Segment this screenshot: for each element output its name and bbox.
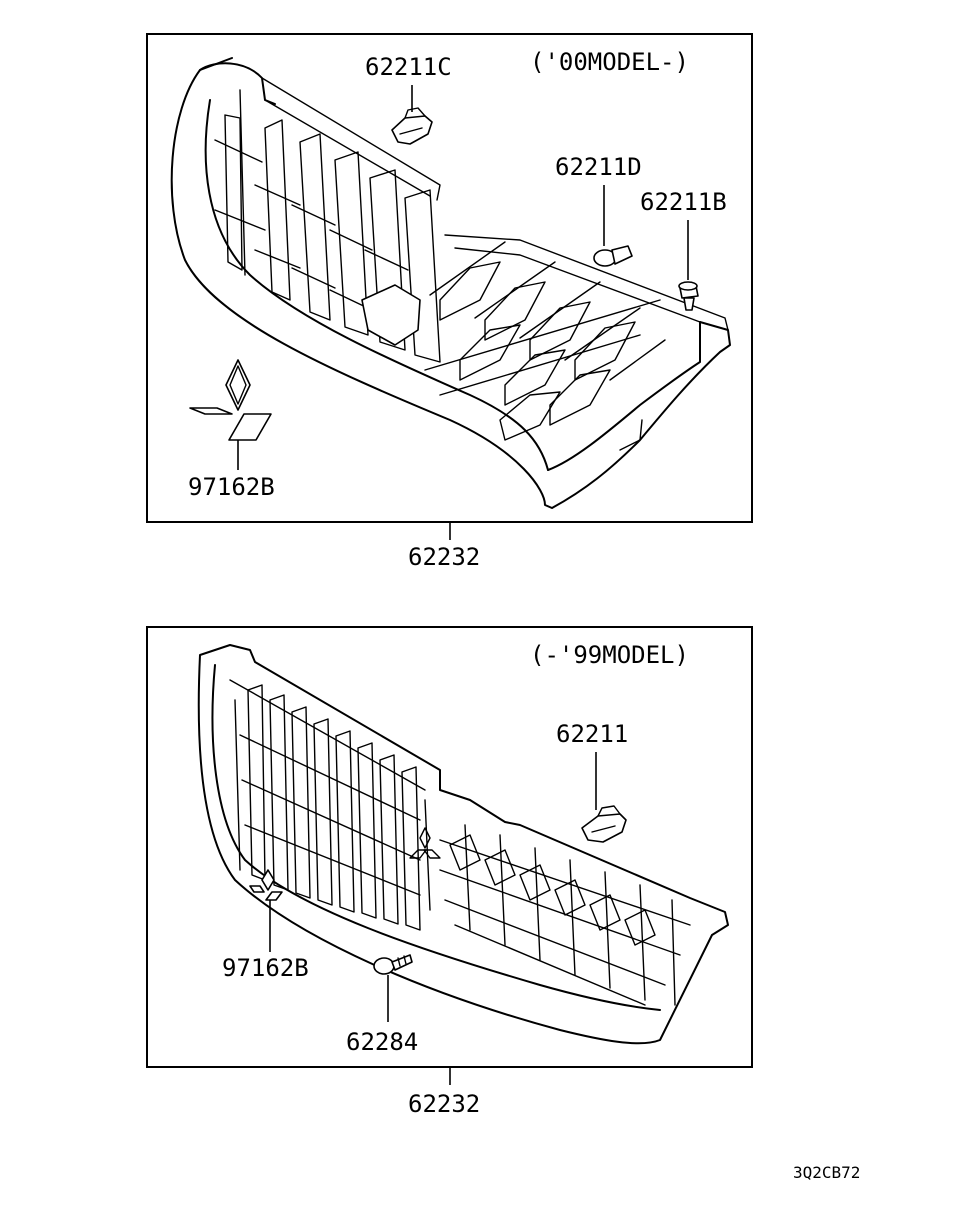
- clip-62211-illustration: [581, 805, 627, 843]
- label-97162b-top: 97162B: [188, 473, 275, 501]
- grille-center-emblem: [409, 827, 441, 859]
- label-62211: 62211: [556, 720, 628, 748]
- label-62211b: 62211B: [640, 188, 727, 216]
- diagram-code: 3Q2CB72: [793, 1163, 860, 1182]
- emblem-97162b-small-illustration: [249, 869, 283, 901]
- panel-1999-model: (-'99MODEL): [146, 626, 753, 1118]
- label-97162b-bottom: 97162B: [222, 954, 309, 982]
- label-62284: 62284: [346, 1028, 418, 1056]
- panel-2000-model: ('00MODEL-): [146, 33, 753, 571]
- clip-62211b-illustration: [678, 281, 699, 311]
- grille-illustration-bottom: [197, 644, 729, 1045]
- clip-62211c-illustration: [391, 107, 433, 145]
- screw-62284-illustration: [373, 954, 413, 975]
- grille-illustration-top: [170, 57, 731, 509]
- label-62211d: 62211D: [555, 153, 642, 181]
- model-label-bottom: (-'99MODEL): [530, 641, 689, 669]
- label-62232-bottom: 62232: [408, 1090, 480, 1118]
- model-label-top: ('00MODEL-): [530, 48, 689, 76]
- clip-62211d-illustration: [593, 245, 633, 267]
- emblem-97162b-illustration: [189, 359, 272, 441]
- label-62211c: 62211C: [365, 53, 452, 81]
- label-62232-top: 62232: [408, 543, 480, 571]
